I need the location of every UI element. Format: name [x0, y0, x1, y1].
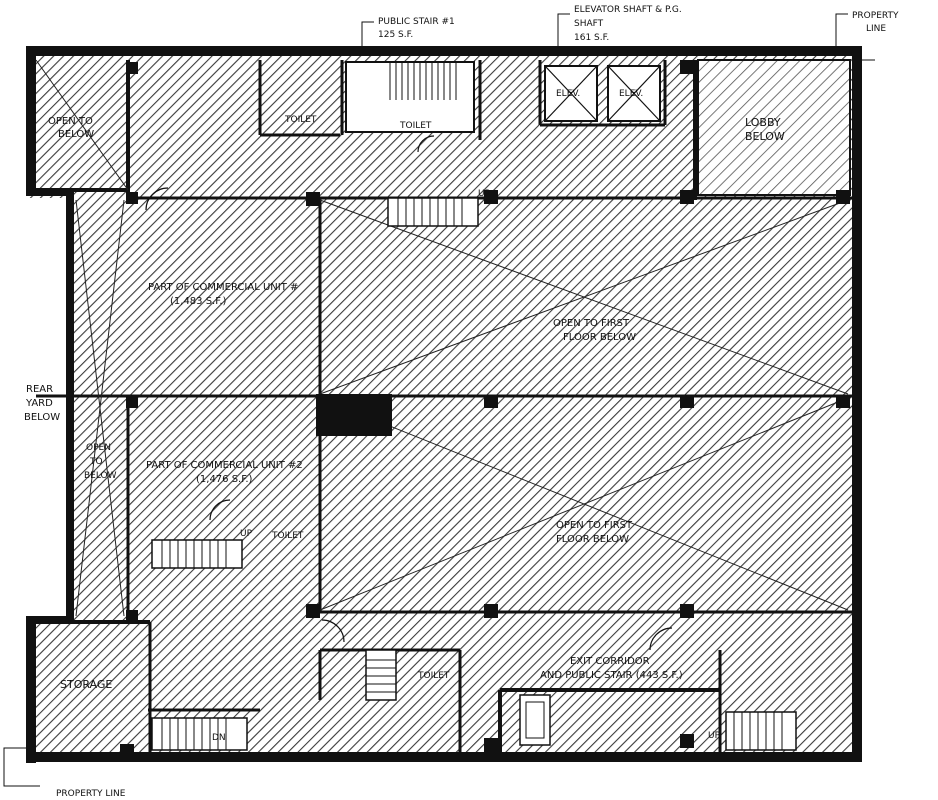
rear-yard-label-3: BELOW [24, 412, 60, 423]
open-to-below-w-label-1: OPEN [86, 443, 111, 453]
open-first-floor-lower-label-1: OPEN TO FIRST [556, 520, 633, 531]
stair-storage [151, 717, 248, 751]
stair-upper-mid [387, 197, 479, 227]
room-labels: OPEN TO BELOW LOBBY BELOW TOILET TOILET … [24, 89, 785, 743]
open-first-floor-upper-label-1: OPEN TO FIRST [553, 318, 630, 329]
public-stair-1 [345, 61, 475, 133]
elevator-shafts [544, 65, 661, 122]
open-to-below-nw-label-1: OPEN TO [48, 116, 93, 127]
interior-walls [36, 60, 852, 752]
door-swings [145, 135, 673, 651]
lobby-below-label-1: LOBBY [745, 116, 781, 129]
commercial-unit-a-label-1: PART OF COMMERCIAL UNIT # [148, 282, 298, 293]
elevator-shaft-area-callout: 161 S.F. [574, 33, 609, 43]
exit-stair-core [519, 694, 551, 746]
lobby-below-label-2: BELOW [745, 130, 785, 143]
open-first-floor-lower-label-2: FLOOR BELOW [556, 534, 629, 545]
rear-yard-label-2: YARD [25, 398, 53, 409]
callouts [3, 13, 875, 787]
public-stair-1-callout: PUBLIC STAIR #1 [378, 17, 455, 27]
lobby-below-area [697, 59, 851, 196]
exit-corridor-label-1: EXIT CORRIDOR [570, 656, 650, 667]
exit-corridor-label-2: AND PUBLIC STAIR (443 S.F.) [540, 670, 683, 681]
elevator-shaft-callout: ELEVATOR SHAFT & P.G. [574, 5, 682, 15]
rear-yard-label-1: REAR [26, 384, 53, 395]
property-line-bottom-callout: PROPERTY LINE [56, 789, 126, 799]
toilet-bottom-label: TOILET [417, 671, 450, 681]
commercial-unit-b-label-1: PART OF COMMERCIAL UNIT #2 [146, 460, 303, 471]
up-label-2: UP [240, 529, 253, 539]
open-to-below-w-label-2: TO [89, 457, 103, 467]
callout-labels: PUBLIC STAIR #1 125 S.F. ELEVATOR SHAFT … [56, 5, 899, 799]
open-to-below-w-label-3: BELOW [84, 471, 117, 481]
commercial-unit-a-label-2: (1,483 S.F.) [170, 296, 227, 307]
stair-unit2 [151, 539, 243, 569]
elevator-label-1: ELEV. [556, 89, 580, 99]
structural-columns [120, 60, 850, 756]
property-line-top-callout-1: PROPERTY [852, 11, 899, 21]
stair-exit [725, 711, 797, 751]
toilet-mid-label: TOILET [271, 531, 304, 541]
commercial-unit-b-label-2: (1,476 S.F.) [196, 474, 253, 485]
dn-label: DN [212, 733, 226, 743]
up-label-1: UP [478, 189, 491, 199]
toilet-top-label: TOILET [284, 115, 317, 125]
open-first-floor-upper-label-2: FLOOR BELOW [563, 332, 636, 343]
up-label-3: UP [708, 731, 721, 741]
open-void-diagonals [35, 59, 849, 617]
storage-label: STORAGE [60, 678, 112, 691]
toilet-stair-label: TOILET [399, 121, 432, 131]
property-line-top-callout-2: LINE [866, 24, 886, 34]
elevator-shaft-callout-2: SHAFT [574, 19, 604, 29]
elevator-label-2: ELEV. [619, 89, 643, 99]
stair-bottom-mid [365, 649, 397, 701]
open-to-below-nw-label-2: BELOW [58, 129, 94, 140]
rear-yard [22, 198, 72, 618]
public-stair-1-area-callout: 125 S.F. [378, 30, 413, 40]
